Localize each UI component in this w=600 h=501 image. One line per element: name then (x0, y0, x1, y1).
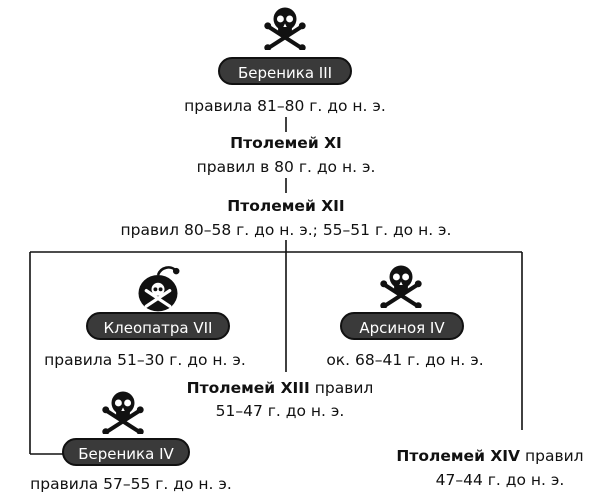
node-berenice4-name: Береника IV (62, 438, 190, 466)
node-arsinoe4-reign: ок. 68–41 г. до н. э. (326, 351, 484, 369)
node-ptolemy11-reign: правил в 80 г. до н. э. (196, 158, 376, 176)
node-ptolemy13-header: Птолемей XIII правил (160, 378, 400, 398)
node-ptolemy14-reign-prefix: правил (520, 447, 584, 465)
skull-and-crossbones-icon (102, 391, 144, 434)
node-ptolemy12-name: Птолемей XII (227, 197, 345, 215)
node-ptolemy12-reign: правил 80–58 г. до н. э.; 55–51 г. до н.… (120, 221, 452, 239)
node-arsinoe4-name: Арсиноя IV (340, 312, 464, 340)
node-berenice4-reign: правила 57–55 г. до н. э. (30, 475, 232, 493)
node-ptolemy14-name: Птолемей XIV (396, 447, 521, 465)
node-ptolemy13-name: Птолемей XIII (186, 379, 310, 397)
node-ptolemy13-reign-prefix: правил (309, 379, 374, 397)
skull-and-crossbones-icon (380, 265, 422, 308)
skull-and-crossbones-icon (264, 7, 306, 50)
node-ptolemy14-reign: 47–44 г. до н. э. (435, 471, 565, 489)
node-cleopatra7-name: Клеопатра VII (86, 312, 230, 340)
node-berenice3-name: Береника III (218, 57, 352, 85)
snake-asp-icon (138, 266, 180, 312)
node-ptolemy13-reign: 51–47 г. до н. э. (215, 402, 345, 420)
node-berenice3-reign: правила 81–80 г. до н. э. (184, 97, 386, 115)
node-ptolemy11-name: Птолемей XI (230, 134, 342, 152)
node-ptolemy14-header: Птолемей XIV правил (380, 446, 600, 466)
node-cleopatra7-reign: правила 51–30 г. до н. э. (44, 351, 246, 369)
